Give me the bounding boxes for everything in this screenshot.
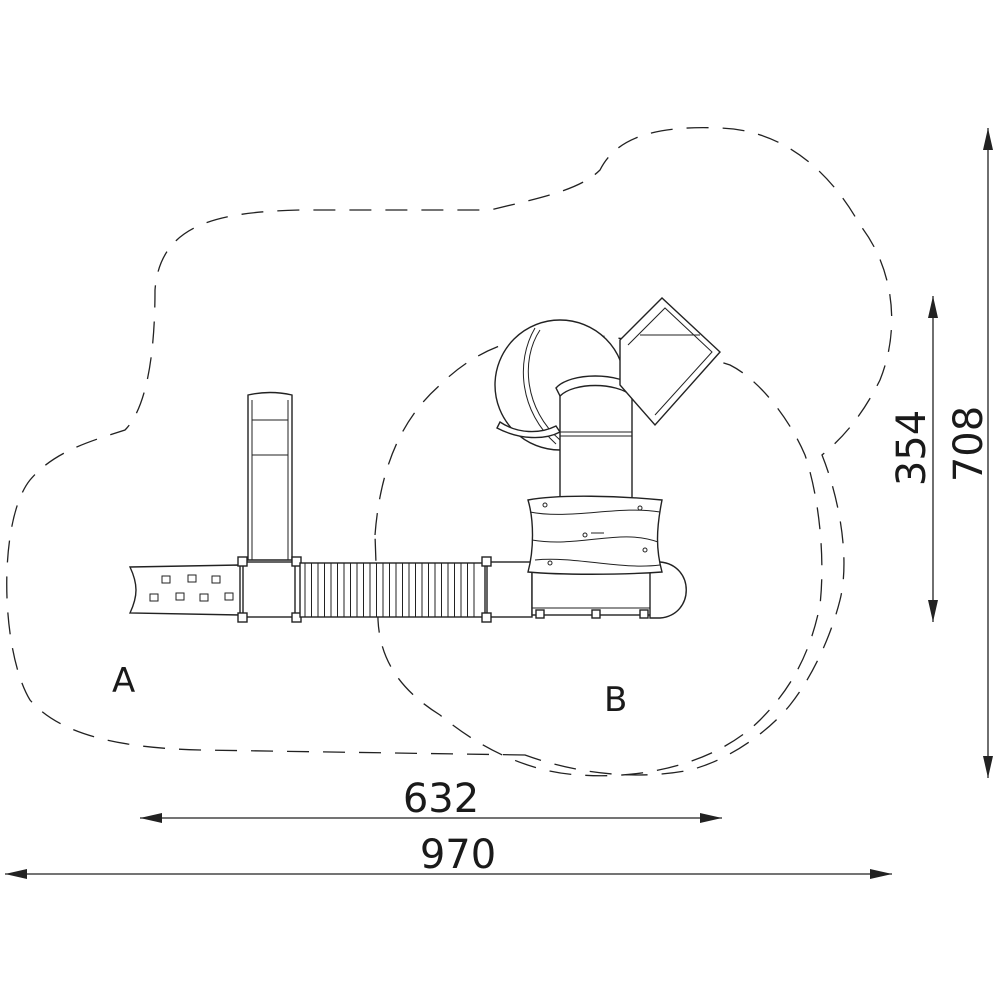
end-deck [649,561,687,619]
tower-platform-1 [237,556,302,623]
dimension-inner-width: 632 [140,776,722,823]
dimension-total-width: 970 [5,832,892,879]
dimension-inner-height: 354 [889,296,938,622]
tunnel-ribs [304,563,475,617]
crawl-tunnel [299,562,486,618]
wooden-climbing-block [527,495,663,575]
dimension-total-height: 708 [946,128,993,778]
dimension-label-354: 354 [889,410,935,486]
safety-zone-b-outline [374,333,823,777]
climbing-ramp [128,564,241,616]
dimension-label-970: 970 [420,832,496,878]
dimension-label-632: 632 [403,776,479,822]
straight-slide [247,391,293,561]
tower-platform-2 [481,556,533,623]
angled-slide [619,297,721,427]
dimension-label-708: 708 [946,406,992,482]
tube-slide [494,319,637,506]
zone-label-b: B [604,680,627,720]
zone-label-a: A [112,661,135,701]
safety-zone-a-outline [6,126,893,776]
